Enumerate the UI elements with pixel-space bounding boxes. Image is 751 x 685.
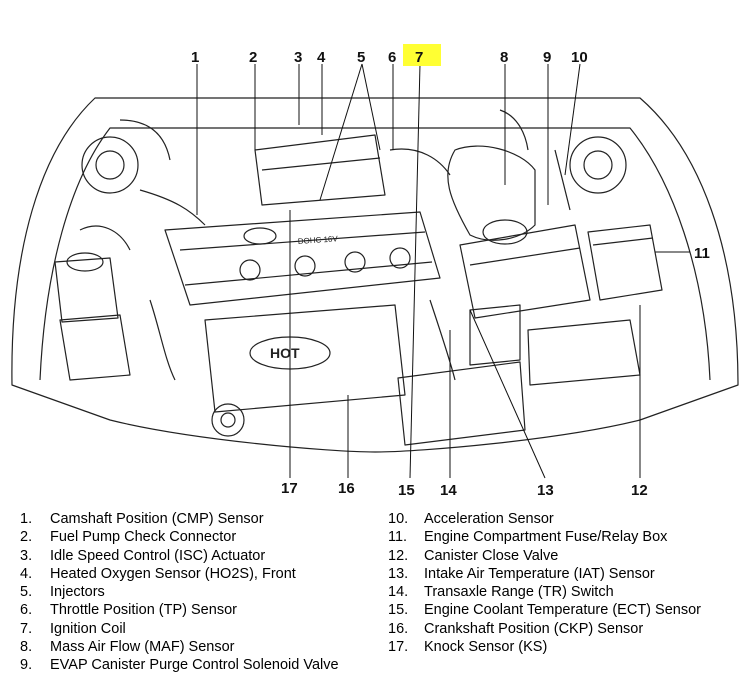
- reservoir: [54, 257, 119, 323]
- legend-item-6: 6.Throttle Position (TP) Sensor: [20, 602, 237, 619]
- callout-15: 15: [398, 482, 415, 499]
- legend-item-14: 14.Transaxle Range (TR) Switch: [388, 584, 614, 601]
- legend-item-3: 3.Idle Speed Control (ISC) Actuator: [20, 547, 266, 564]
- callout-13: 13: [537, 482, 554, 499]
- hot-marking: HOT: [270, 345, 300, 361]
- legend-item-13: 13.Intake Air Temperature (IAT) Sensor: [388, 565, 655, 582]
- legend-item-9: 9.EVAP Canister Purge Control Solenoid V…: [20, 657, 339, 674]
- callout-5: 5: [357, 49, 365, 66]
- legend-item-1: 1.Camshaft Position (CMP) Sensor: [20, 511, 264, 527]
- callout-8: 8: [500, 49, 508, 66]
- dohc-marking: DOHC 16V: [298, 234, 339, 246]
- callout-7-highlight: [403, 44, 441, 66]
- legend-item-15: 15.Engine Coolant Temperature (ECT) Sens…: [388, 602, 701, 619]
- legend-item-4: 4.Heated Oxygen Sensor (HO2S), Front: [20, 565, 296, 582]
- callout-11: 11: [694, 245, 710, 262]
- legend-item-10: 10.Acceleration Sensor: [388, 511, 554, 527]
- callout-12: 12: [631, 482, 648, 499]
- body-outline: [11, 97, 739, 453]
- intake-duct: [447, 145, 536, 241]
- left-strut-tower: [81, 136, 139, 194]
- engine-block: [204, 304, 406, 413]
- callout-17: 17: [281, 480, 298, 497]
- fuse-relay-box: [587, 224, 663, 301]
- callout-1: 1: [191, 49, 199, 66]
- legend-right-column: 10.Acceleration Sensor 11.Engine Compart…: [388, 510, 701, 656]
- component-legend: 1.Camshaft Position (CMP) Sensor 2.Fuel …: [0, 510, 751, 685]
- air-cleaner: [459, 224, 591, 319]
- transaxle: [397, 361, 526, 446]
- callout-7: 7: [415, 49, 423, 66]
- legend-item-7: 7.Ignition Coil: [20, 620, 126, 637]
- callout-9: 9: [543, 49, 551, 66]
- legend-item-11: 11.Engine Compartment Fuse/Relay Box: [388, 529, 668, 546]
- intake-plenum: [254, 134, 386, 206]
- legend-item-17: 17.Knock Sensor (KS): [388, 639, 548, 656]
- legend-item-16: 16.Crankshaft Position (CKP) Sensor: [388, 620, 644, 637]
- legend-item-5: 5.Injectors: [20, 584, 105, 601]
- legend-left-column: 1.Camshaft Position (CMP) Sensor 2.Fuel …: [20, 510, 339, 675]
- legend-item-12: 12.Canister Close Valve: [388, 547, 559, 564]
- callout-2: 2: [249, 49, 257, 66]
- callout-16: 16: [338, 480, 355, 497]
- callout-10: 10: [571, 49, 588, 66]
- callout-4: 4: [317, 49, 326, 66]
- right-strut-tower: [569, 136, 627, 194]
- legend-item-8: 8.Mass Air Flow (MAF) Sensor: [20, 639, 235, 656]
- valve-cover: [164, 211, 441, 306]
- legend-item-2: 2.Fuel Pump Check Connector: [20, 529, 237, 546]
- callout-6: 6: [388, 49, 396, 66]
- callout-14: 14: [440, 482, 457, 499]
- callout-3: 3: [294, 49, 302, 66]
- engine-compartment-diagram: DOHC 16V HOT 1 2 3 4 5 6 7 8 9 10 11 12: [11, 44, 739, 499]
